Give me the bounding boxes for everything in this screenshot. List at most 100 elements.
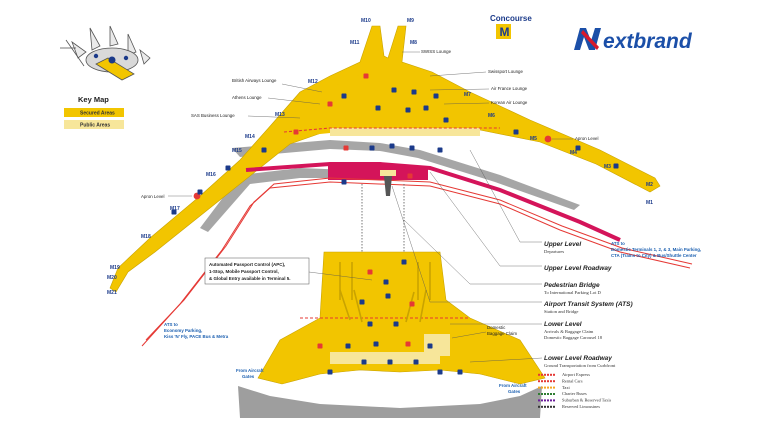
amenity-icon xyxy=(373,341,379,347)
domestic-baggage-line-1: Domestic xyxy=(487,325,506,330)
legend-pedestrian-bridge-title: Pedestrian Bridge xyxy=(544,282,600,289)
from-gates-right-line-2: Gates xyxy=(508,389,521,394)
ats-support-pillar xyxy=(384,176,392,196)
transport-legend-item: Taxi xyxy=(538,385,571,390)
security-line xyxy=(283,127,500,319)
lower-walkways xyxy=(339,262,431,323)
apron-left-label: Apron Level xyxy=(141,194,164,199)
ats-right-line-2: Domestic Terminals 1, 2, & 3, Main Parki… xyxy=(611,247,701,252)
lounge-air-france: Air France Lounge xyxy=(491,86,528,91)
legend-upper-roadway-title: Upper Level Roadway xyxy=(544,265,612,272)
lounge-british-airways: British Airways Lounge xyxy=(232,78,277,83)
amenity-icon xyxy=(343,145,349,151)
transport-legend-item: Suburban & Reserved Taxis xyxy=(538,398,612,403)
legend-upper-level-sub: Departures xyxy=(544,249,564,254)
amenity-icon xyxy=(361,359,367,365)
public-areas-label: Public Areas xyxy=(80,123,110,129)
upper-hub xyxy=(292,70,486,136)
gate-label-m9: M9 xyxy=(407,18,414,24)
apc-note-box xyxy=(204,257,310,285)
from-aircraft-gates-left: From Aircraft Gates xyxy=(236,368,264,379)
apc-note-line-1: Automated Passport Control (APC), xyxy=(209,262,285,267)
amenity-icon xyxy=(389,143,395,149)
gate-label-m18: M18 xyxy=(141,234,151,240)
concourse-secured-area xyxy=(109,25,661,385)
from-gates-left-line-1: From Aircraft xyxy=(236,368,264,373)
lounge-swiss: SWISS Lounge xyxy=(421,49,452,54)
concourse-label: Concourse xyxy=(490,14,532,23)
gate-label-m4: M4 xyxy=(570,150,577,156)
key-map-title: Key Map xyxy=(78,95,109,104)
amenity-icon xyxy=(317,343,323,349)
ats-left-line-3: Kiss 'N' Fly, PACE Bus & Metra xyxy=(164,334,229,339)
ats-right-line-1: ATS to xyxy=(611,241,625,246)
apc-note-line-3: & Global Entry available in Terminal 5. xyxy=(209,276,290,281)
legend-lower-roadway-title: Lower Level Roadway xyxy=(544,355,612,362)
transport-legend-item: Reserved Limousines xyxy=(538,404,600,409)
ats-station-box xyxy=(328,166,428,180)
lounge-athens: Athens Lounge xyxy=(232,95,262,100)
gate-label-m17: M17 xyxy=(170,206,180,212)
apron-right-label: Apron Level xyxy=(575,136,598,141)
amenity-icon xyxy=(375,105,381,111)
amenity-icon xyxy=(387,359,393,365)
amenity-icon xyxy=(197,189,203,195)
brand-logo: extbrand xyxy=(574,28,693,53)
ats-left-line-1: ATS to xyxy=(164,322,178,327)
key-map-diagram xyxy=(60,25,151,81)
amenity-icon xyxy=(407,173,413,179)
amenity-icon xyxy=(457,369,463,375)
transport-legend-item: Airport Express xyxy=(538,372,590,377)
transport-legend-label: Airport Express xyxy=(562,372,590,377)
secured-areas-swatch xyxy=(64,108,124,117)
transport-legend-label: Suburban & Reserved Taxis xyxy=(562,398,612,403)
from-gates-right-line-1: From Aircraft xyxy=(499,383,527,388)
legend-lower-level-sub: Arrivals & Baggage Claim xyxy=(544,329,594,334)
gate-label-m12: M12 xyxy=(308,79,318,85)
key-map: Key Map Secured Areas Public Areas xyxy=(60,25,151,129)
gate-label-m3: M3 xyxy=(604,164,611,170)
apc-note: Automated Passport Control (APC), 1-Stop… xyxy=(204,257,373,285)
amenity-icon xyxy=(423,105,429,111)
domestic-baggage-note: Domestic Baggage Claim xyxy=(451,325,517,339)
amenity-icon xyxy=(393,321,399,327)
ats-right-line-3: CTA (Trains to City) & Bus/Shuttle Cente… xyxy=(611,253,697,258)
transport-legend-label: Charter Buses xyxy=(562,391,587,396)
amenity-icon xyxy=(437,369,443,375)
amenity-icon xyxy=(385,293,391,299)
lounge-swissport: Swissport Lounge xyxy=(488,69,523,74)
transport-legend-label: Rental Cars xyxy=(562,378,583,383)
amenity-icon xyxy=(575,145,581,151)
pedestrian-bridge xyxy=(361,184,405,252)
secured-areas-label: Secured Areas xyxy=(80,111,115,117)
amenity-icon xyxy=(359,299,365,305)
ats-right-note: ATS to Domestic Terminals 1, 2, & 3, Mai… xyxy=(611,241,701,258)
amenity-icon xyxy=(367,321,373,327)
gate-label-m16: M16 xyxy=(206,172,216,178)
amenity-icon xyxy=(401,259,407,265)
amenity-icons xyxy=(171,73,619,375)
legend-lower-roadway-sub: Ground Transportation from Curbfront xyxy=(544,363,616,368)
ats-left-note: ATS to Economy Parking, Kiss 'N' Fly, PA… xyxy=(164,322,229,339)
transport-legend-item: Charter Buses xyxy=(538,391,587,396)
gate-label-m13: M13 xyxy=(275,112,285,118)
gate-label-m14: M14 xyxy=(245,134,255,140)
amenity-icon xyxy=(411,89,417,95)
gate-label-m6: M6 xyxy=(488,113,495,119)
public-areas-swatch xyxy=(64,120,124,129)
gate-label-m10: M10 xyxy=(361,18,371,24)
concourse-letter: M xyxy=(500,25,510,39)
gate-label-m1: M1 xyxy=(646,200,653,206)
transport-legend-label: Reserved Limousines xyxy=(562,404,600,409)
amenity-icon xyxy=(261,147,267,153)
upper-roadway xyxy=(245,162,621,242)
gate-label-m7: M7 xyxy=(464,92,471,98)
legend-ats-title: Airport Transit System (ATS) xyxy=(543,301,633,308)
amenity-icon xyxy=(341,179,347,185)
apc-note-line-2: 1-Stop, Mobile Passport Control, xyxy=(209,269,279,274)
public-band-upper xyxy=(330,128,480,136)
amenity-icon xyxy=(513,129,519,135)
amenity-icon xyxy=(327,369,333,375)
amenity-icon xyxy=(405,107,411,113)
